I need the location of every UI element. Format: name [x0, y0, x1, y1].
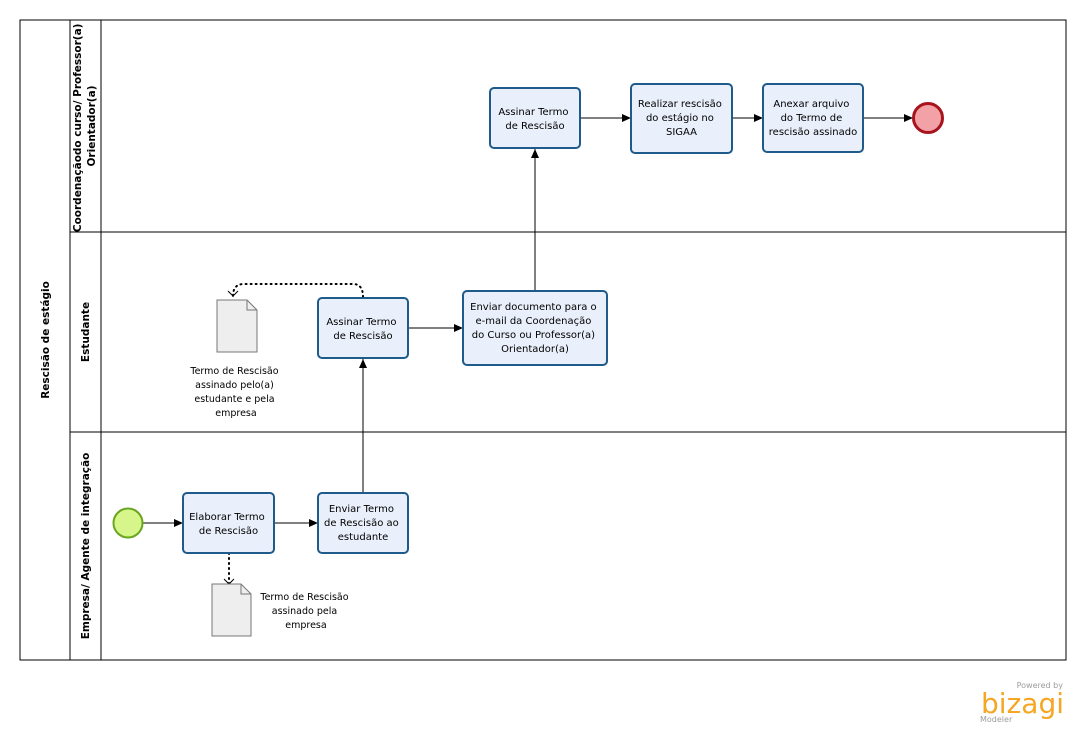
task-line: Enviar documento para o: [470, 302, 597, 313]
artifact-line: Termo de Rescisão: [189, 366, 278, 377]
lane-estudante: Estudante: [80, 302, 92, 362]
task-line: Enviar Termo: [329, 504, 394, 515]
task-line: de Rescisão: [199, 526, 258, 537]
artifact-line: Termo de Rescisão: [259, 592, 348, 603]
svg-text:Coordenaçãodo curso/ Professor: Coordenaçãodo curso/ Professor(a) Orient…: [72, 20, 98, 232]
powered-by-text: Powered by: [1017, 681, 1064, 690]
task-line: SIGAA: [666, 127, 697, 138]
task-line: Orientador(a): [501, 344, 569, 355]
artifact-label-estudante: Termo de Rescisão assinado pelo(a) estud…: [189, 366, 281, 419]
data-associations: [223, 283, 364, 585]
brand-product: Modeler: [980, 715, 1013, 724]
task-elaborar: Elaborar Termo de Rescisão: [182, 492, 275, 554]
lane-label-line: Coordenaçãodo curso/ Professor(a): [72, 24, 84, 233]
task-line: de Rescisão: [333, 331, 392, 342]
brand-name: bizagi: [981, 687, 1064, 720]
task-anexar-arquivo: Anexar arquivo do Termo de rescisão assi…: [762, 83, 864, 153]
task-line: de Rescisão: [505, 121, 564, 132]
start-event: [112, 507, 144, 539]
association-assinar-to-doc: [227, 283, 364, 298]
document-icon: [216, 299, 258, 353]
lane-label-line: Orientador(a): [86, 86, 98, 167]
task-line: de Rescisão ao: [324, 518, 399, 529]
document-icon: [211, 583, 252, 637]
bizagi-logo: Powered by bizagi Modeler: [980, 681, 1064, 724]
task-line: Elaborar Termo: [189, 512, 265, 523]
svg-text:Anexar arquivo do Termo: Anexar arquivo do Termo de rescisão assi…: [769, 99, 857, 138]
svg-text:Termo de Rescisão assina: Termo de Rescisão assinado pela empresa: [259, 592, 351, 631]
task-line: e-mail da Coordenação: [475, 316, 591, 327]
lane-label-line: Estudante: [80, 302, 92, 362]
end-event: [912, 102, 944, 134]
pool-label: Rescisão de estágio: [40, 281, 52, 399]
svg-text:Enviar documento para o: Enviar documento para o e-mail da Coorde…: [470, 302, 600, 355]
task-line: Realizar rescisão: [638, 99, 722, 110]
task-enviar-termo: Enviar Termo de Rescisão ao estudante: [317, 492, 409, 554]
task-line: Anexar arquivo: [773, 99, 849, 110]
svg-text:Realizar rescisão do est: Realizar rescisão do estágio no SIGAA: [638, 99, 725, 138]
svg-text:Assinar Termo de Rescisã: Assinar Termo de Rescisão: [498, 107, 571, 132]
lane-coordenacao: Coordenaçãodo curso/ Professor(a) Orient…: [72, 20, 98, 233]
task-enviar-documento: Enviar documento para o e-mail da Coorde…: [462, 290, 608, 366]
task-line: rescisão assinado: [769, 127, 857, 138]
artifact-line: empresa: [285, 620, 326, 631]
artifact-line: empresa: [215, 408, 256, 419]
svg-text:Enviar Termo de Rescisão: Enviar Termo de Rescisão ao estudante: [324, 504, 402, 543]
task-line: do Termo de: [781, 113, 843, 124]
artifact-label-empresa: Termo de Rescisão assinado pela empresa: [259, 592, 351, 631]
task-realizar-rescisao: Realizar rescisão do estágio no SIGAA: [630, 83, 733, 154]
task-line: do estágio no: [646, 112, 714, 124]
artifact-line: assinado pelo(a): [195, 380, 274, 391]
artifact-line: estudante e pela: [194, 394, 274, 405]
svg-text:Elaborar Termo de Rescis: Elaborar Termo de Rescisão: [189, 512, 268, 537]
task-line: Assinar Termo: [326, 317, 396, 328]
task-assinar-coordenacao: Assinar Termo de Rescisão: [489, 87, 581, 149]
svg-text:Estudante: Estudante: [80, 302, 92, 362]
task-line: estudante: [338, 532, 389, 543]
svg-text:Termo de Rescisão assina: Termo de Rescisão assinado pelo(a) estud…: [189, 366, 281, 419]
svg-text:Empresa/ Agente de integração: Empresa/ Agente de integração: [80, 453, 92, 640]
lane-label-line: Empresa/ Agente de integração: [80, 453, 92, 640]
artifact-line: assinado pela: [272, 606, 337, 617]
svg-text:Assinar Termo de Rescisã: Assinar Termo de Rescisão: [326, 317, 399, 342]
sequence-flows: [143, 114, 913, 527]
task-line: do Curso ou Professor(a): [472, 330, 595, 341]
task-line: Assinar Termo: [498, 107, 568, 118]
task-assinar-estudante: Assinar Termo de Rescisão: [317, 297, 409, 359]
lane-empresa: Empresa/ Agente de integração: [80, 453, 92, 640]
